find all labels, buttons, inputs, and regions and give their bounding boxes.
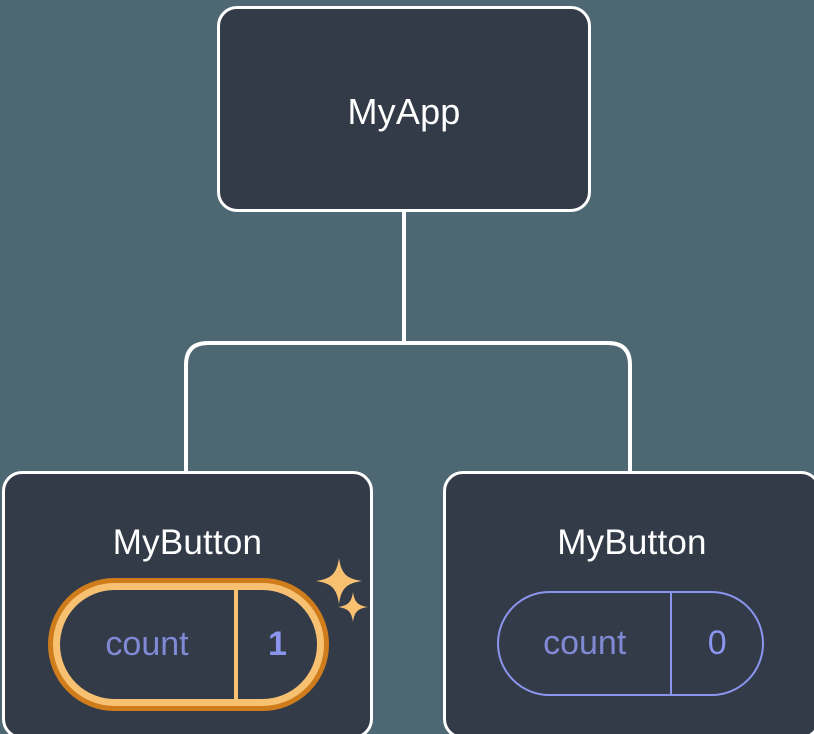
state-pill-plain[interactable]: count 0 bbox=[497, 591, 764, 696]
node-mybutton-right[interactable]: MyButton count 0 bbox=[443, 471, 814, 734]
node-mybutton-right-label: MyButton bbox=[557, 523, 707, 562]
node-mybutton-left[interactable]: MyButton count 1 bbox=[2, 471, 373, 734]
node-mybutton-left-label: MyButton bbox=[112, 523, 263, 562]
connector-to-left-child bbox=[184, 341, 404, 471]
state-pill-highlighted[interactable]: count 1 bbox=[48, 578, 329, 711]
connector-to-right-child bbox=[404, 341, 632, 471]
state-value-count-right: 0 bbox=[707, 624, 727, 662]
state-value-count-left: 1 bbox=[268, 625, 287, 663]
node-myapp-label: MyApp bbox=[347, 91, 461, 132]
state-key-count-left: count bbox=[60, 590, 238, 699]
node-myapp[interactable]: MyApp bbox=[217, 6, 591, 212]
state-key-count-right: count bbox=[499, 593, 673, 694]
